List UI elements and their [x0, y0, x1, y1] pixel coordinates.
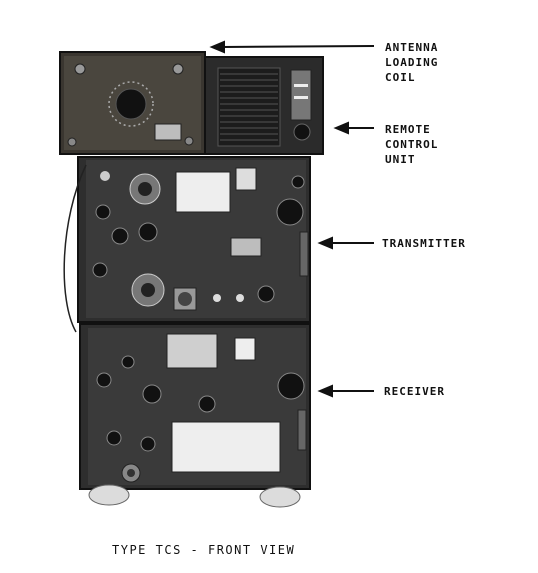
coil-nameplate	[154, 123, 182, 141]
transmitter-knob-4	[138, 222, 158, 242]
receiver-label-text: RECEIVER	[384, 385, 445, 398]
arrow-antenna	[209, 40, 375, 54]
antenna-label-line-2: LOADING	[385, 56, 439, 69]
transmitter-big-knob	[276, 198, 304, 226]
transmitter-cable	[63, 164, 87, 333]
transmitter-placard	[230, 237, 262, 257]
transmitter-knob-7	[291, 175, 305, 189]
remote-label-line-1: REMOTE	[385, 123, 431, 136]
transmitter-unit	[63, 156, 311, 333]
receiver-calibration-card	[171, 421, 281, 473]
remote-label-line-3: UNIT	[385, 153, 416, 166]
transmitter-small-plate	[235, 167, 257, 191]
receiver-nameplate	[166, 333, 218, 369]
receiver-knob-1	[121, 355, 135, 369]
transmitter-knob-5	[92, 262, 108, 278]
coil-screw-br	[184, 136, 194, 146]
coil-screw-tr	[172, 63, 184, 75]
remote-label-strip	[290, 69, 312, 121]
transmitter-knob-1	[100, 171, 110, 181]
receiver-knob-4	[198, 395, 216, 413]
speaker-grille	[217, 67, 281, 147]
foot-right	[259, 486, 301, 508]
transmitter-toggle-2	[236, 294, 244, 302]
receiver-big-knob	[277, 372, 305, 400]
transmitter-knob-3	[111, 227, 129, 245]
coil-screw-bl	[67, 137, 77, 147]
remote-control-unit-label: REMOTE CONTROL UNIT	[385, 122, 438, 167]
transmitter-knob-2	[95, 204, 111, 220]
remote-control-unit	[204, 56, 324, 155]
arrow-transmitter	[317, 236, 374, 250]
arrow-remote	[333, 121, 374, 135]
transmitter-handle	[299, 231, 309, 277]
coil-tuning-knob	[115, 88, 147, 120]
coil-dial-ring	[108, 81, 154, 127]
transmitter-knob-6	[257, 285, 275, 303]
figure-caption: TYPE TCS - FRONT VIEW	[112, 543, 296, 557]
receiver-knob-6	[140, 436, 156, 452]
transmitter-toggle-1	[213, 294, 221, 302]
remote-label-line-2: CONTROL	[385, 138, 439, 151]
transmitter-label: TRANSMITTER	[382, 236, 466, 251]
receiver-unit	[79, 323, 311, 490]
receiver-knob-3	[142, 384, 162, 404]
arrow-receiver	[317, 384, 374, 398]
transmitter-meter	[175, 171, 231, 213]
foot-left	[88, 484, 130, 506]
remote-knob	[293, 123, 311, 141]
receiver-small-plate	[234, 337, 256, 361]
receiver-knob-5	[106, 430, 122, 446]
antenna-loading-coil	[59, 51, 206, 155]
antenna-label-line-1: ANTENNA	[385, 41, 439, 54]
transmitter-label-text: TRANSMITTER	[382, 237, 466, 250]
receiver-handle	[297, 409, 307, 451]
receiver-label: RECEIVER	[384, 384, 445, 399]
receiver-knob-2	[96, 372, 112, 388]
antenna-loading-coil-label: ANTENNA LOADING COIL	[385, 40, 438, 85]
coil-screw-tl	[74, 63, 86, 75]
antenna-label-line-3: COIL	[385, 71, 416, 84]
